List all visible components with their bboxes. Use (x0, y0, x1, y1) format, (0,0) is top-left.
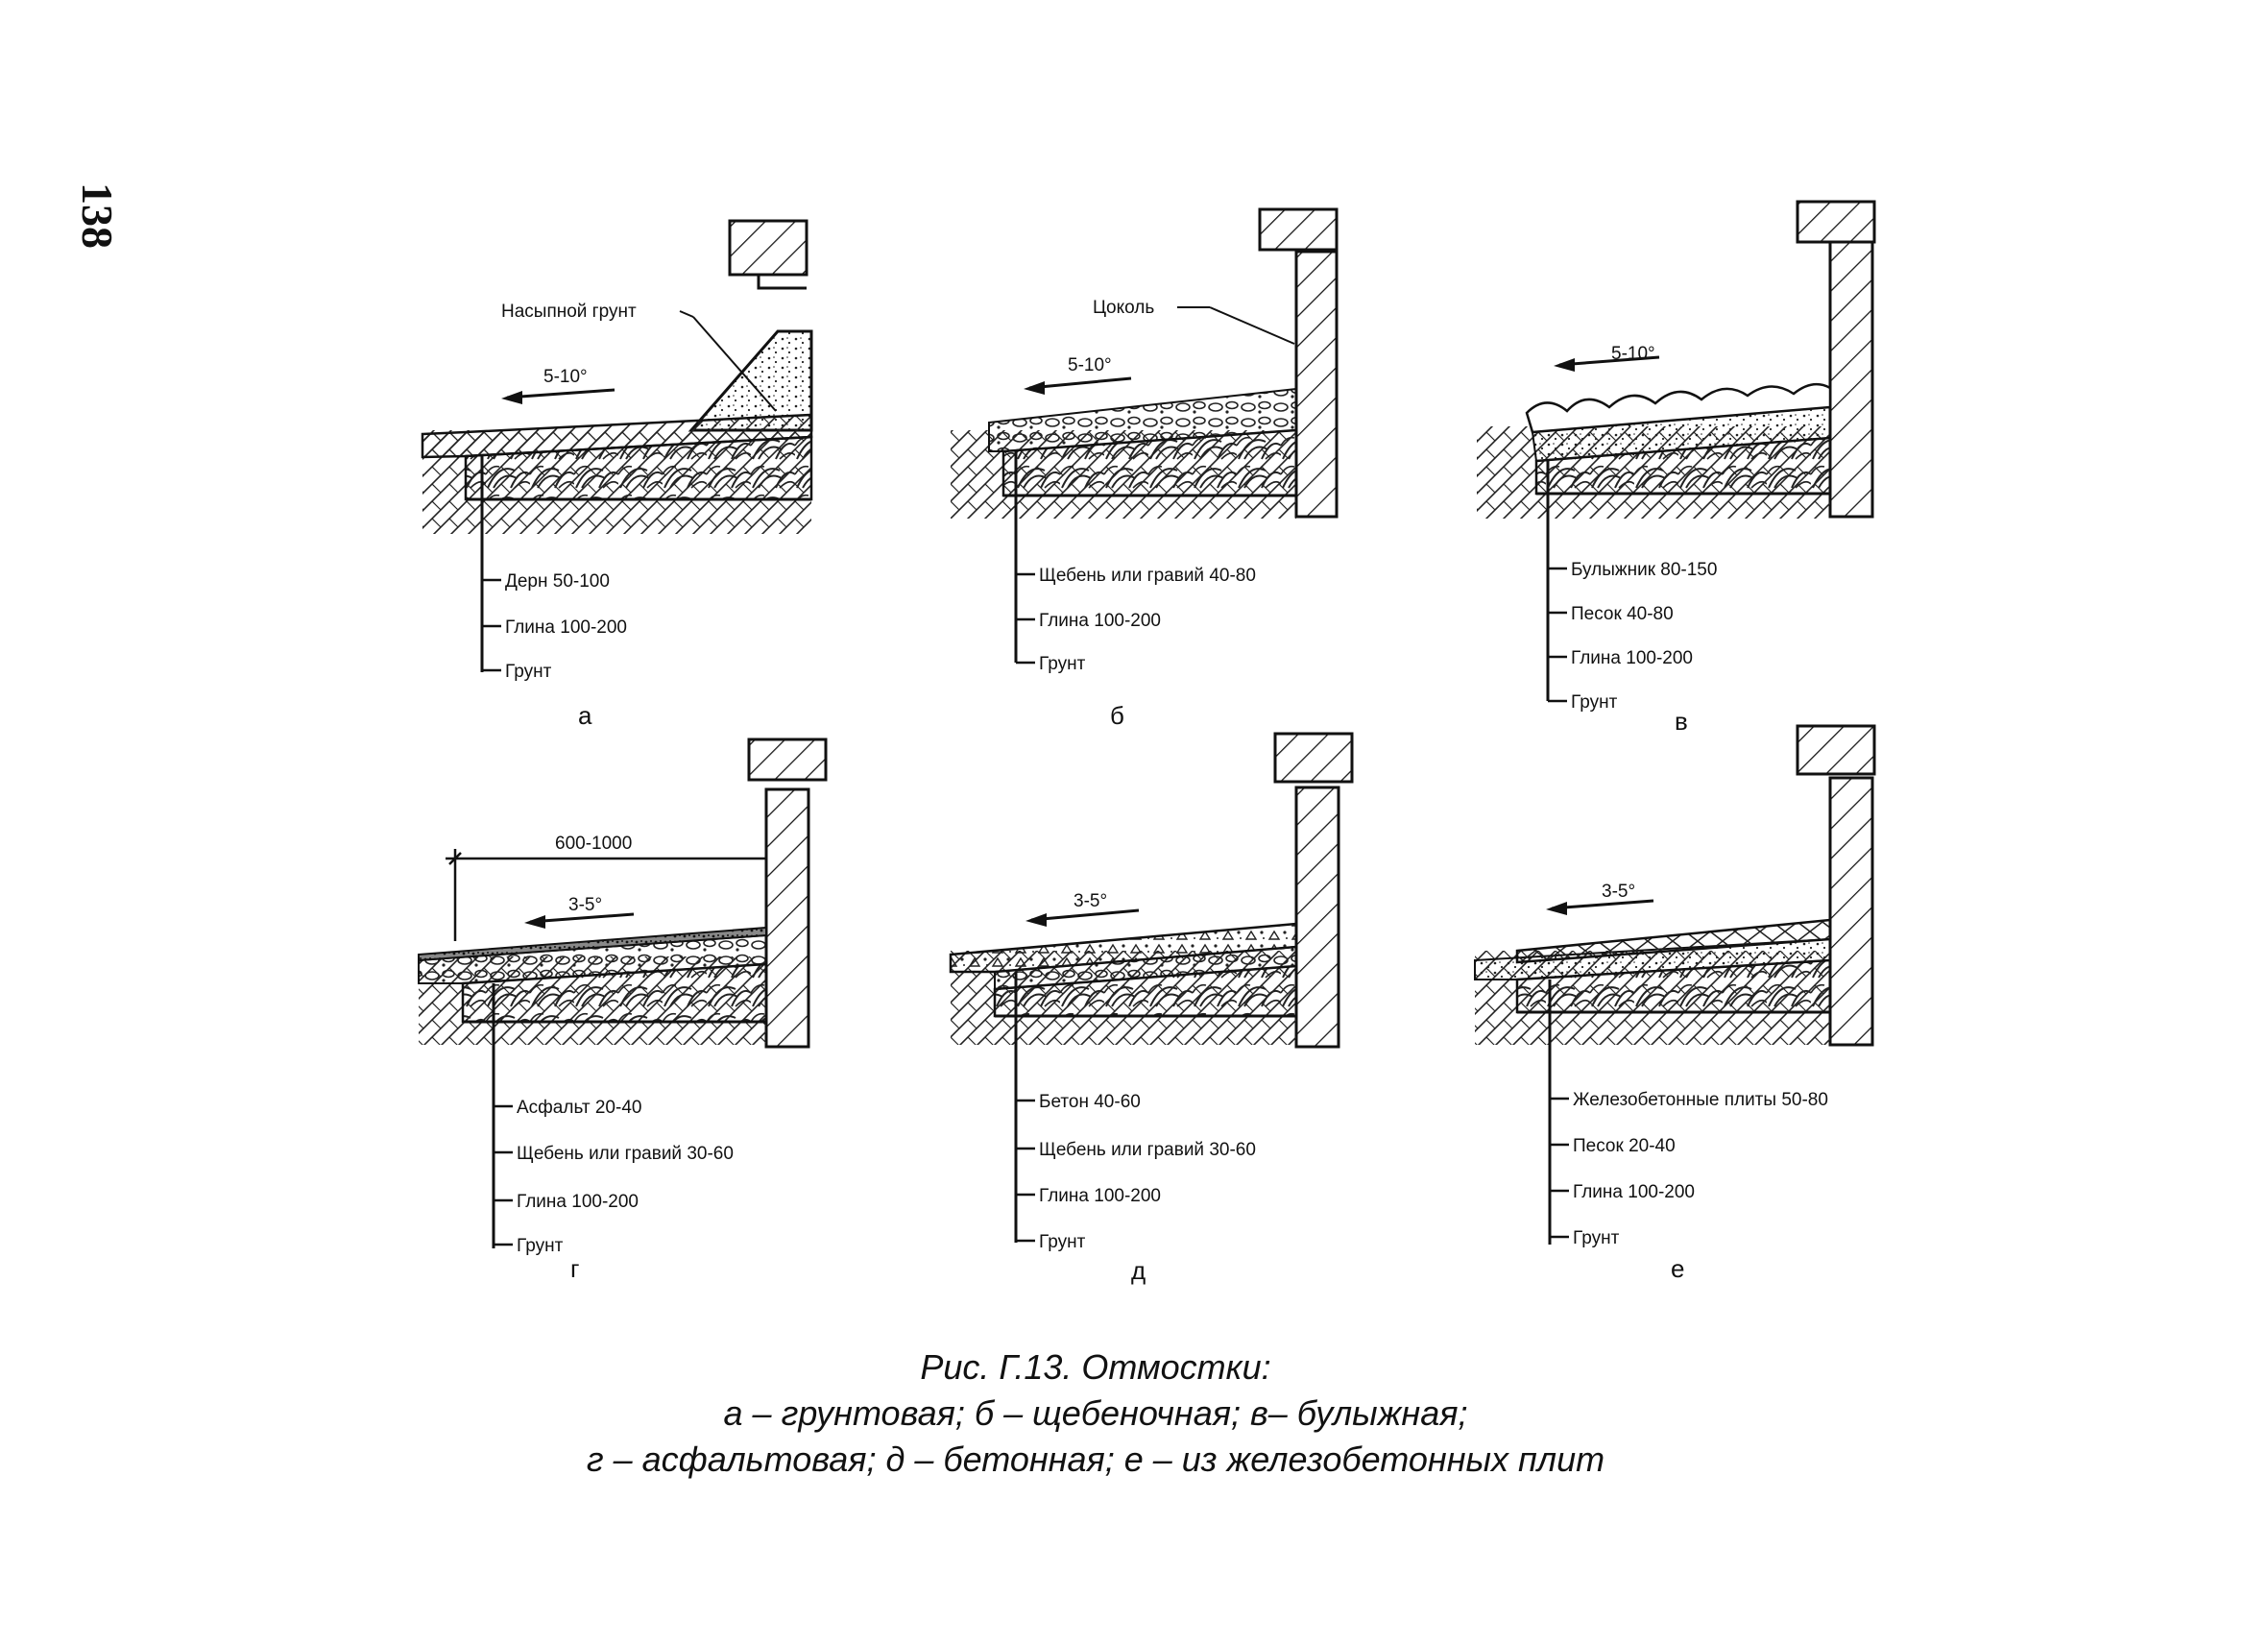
layer-2: Щебень или гравий 30-60 (517, 1144, 734, 1164)
layer-3: Глина 100-200 (1571, 648, 1693, 668)
panel-letter: а (578, 701, 592, 730)
wall-plinth (1828, 240, 1874, 519)
layer-3: Грунт (505, 662, 552, 682)
layer-2: Глина 100-200 (1039, 611, 1161, 631)
panel-v: 5-10° Булыжник 80-150 Песок 40-80 Глина … (1477, 200, 1876, 736)
panel-g: 600-1000 3-5° Асфальт 20-40 Щебень или г… (418, 738, 828, 1283)
cornice (747, 738, 828, 782)
panel-d: 3-5° Бетон 40-60 Щебень или гравий 30-60… (949, 732, 1354, 1285)
rc-slabs-layer (1515, 918, 1832, 964)
callout-label: Цоколь (1093, 298, 1154, 318)
layer-4: Грунт (1573, 1228, 1620, 1248)
panel-letter: д (1131, 1256, 1146, 1285)
panel-letter: в (1675, 707, 1688, 736)
layer-2: Песок 40-80 (1571, 604, 1674, 624)
callout-label: Насыпной грунт (501, 302, 637, 322)
width-dimension: 600-1000 (555, 834, 632, 854)
wall-plinth (1294, 786, 1340, 1049)
gravel-layer (988, 387, 1297, 452)
slope-label: 3-5° (1602, 882, 1635, 902)
layer-4: Грунт (517, 1236, 564, 1256)
cornice (1796, 200, 1876, 244)
cornice (1796, 724, 1876, 776)
layer-2: Глина 100-200 (505, 617, 627, 638)
layer-1: Бетон 40-60 (1039, 1092, 1141, 1112)
layer-3: Глина 100-200 (517, 1192, 639, 1212)
panel-letter: г (570, 1254, 579, 1283)
layer-1: Щебень или гравий 40-80 (1039, 566, 1256, 586)
wall-plinth (1828, 776, 1874, 1047)
panel-a: 5-10° Насыпной грунт Дерн 50-100 Глина 1… (421, 219, 813, 730)
slope-label: 5-10° (1611, 344, 1655, 364)
figure-caption-title: Рис. Г.13. Отмостки: (920, 1347, 1271, 1387)
layer-1: Дерн 50-100 (505, 571, 610, 592)
panel-e: 3-5° Железобетонные плиты 50-80 Песок 20… (1474, 724, 1876, 1283)
concrete-layer (949, 922, 1298, 974)
layer-4: Грунт (1571, 692, 1618, 713)
wall-plinth (1294, 250, 1339, 519)
figure-caption-line-1: а – грунтовая; б – щебеночная; в– булыжн… (723, 1393, 1468, 1433)
turf-layer (421, 413, 813, 459)
cobblestone-layer (1525, 382, 1832, 434)
layer-1: Асфальт 20-40 (517, 1098, 641, 1118)
layer-2: Песок 20-40 (1573, 1136, 1676, 1156)
layer-1: Булыжник 80-150 (1571, 560, 1717, 580)
cornice (1258, 207, 1339, 252)
layer-1: Железобетонные плиты 50-80 (1573, 1090, 1828, 1110)
cornice (728, 219, 808, 277)
wall-plinth (764, 787, 810, 1049)
layer-3: Глина 100-200 (1039, 1186, 1161, 1206)
slope-label: 5-10° (543, 367, 588, 387)
layer-3: Грунт (1039, 654, 1086, 674)
slope-label: 3-5° (568, 895, 602, 915)
cornice (1273, 732, 1354, 784)
panel-letter: б (1110, 701, 1124, 730)
panel-b: 5-10° Цоколь Щебень или гравий 40-80 Гли… (951, 207, 1339, 730)
layer-2: Щебень или гравий 30-60 (1039, 1140, 1256, 1160)
slope-label: 5-10° (1068, 355, 1112, 375)
layer-3: Глина 100-200 (1573, 1182, 1695, 1202)
slope-label: 3-5° (1074, 891, 1107, 911)
panel-letter: е (1671, 1254, 1684, 1283)
layer-4: Грунт (1039, 1232, 1086, 1252)
figure-caption-line-2: г – асфальтовая; д – бетонная; е – из же… (586, 1439, 1605, 1479)
asphalt-layer (418, 926, 767, 962)
